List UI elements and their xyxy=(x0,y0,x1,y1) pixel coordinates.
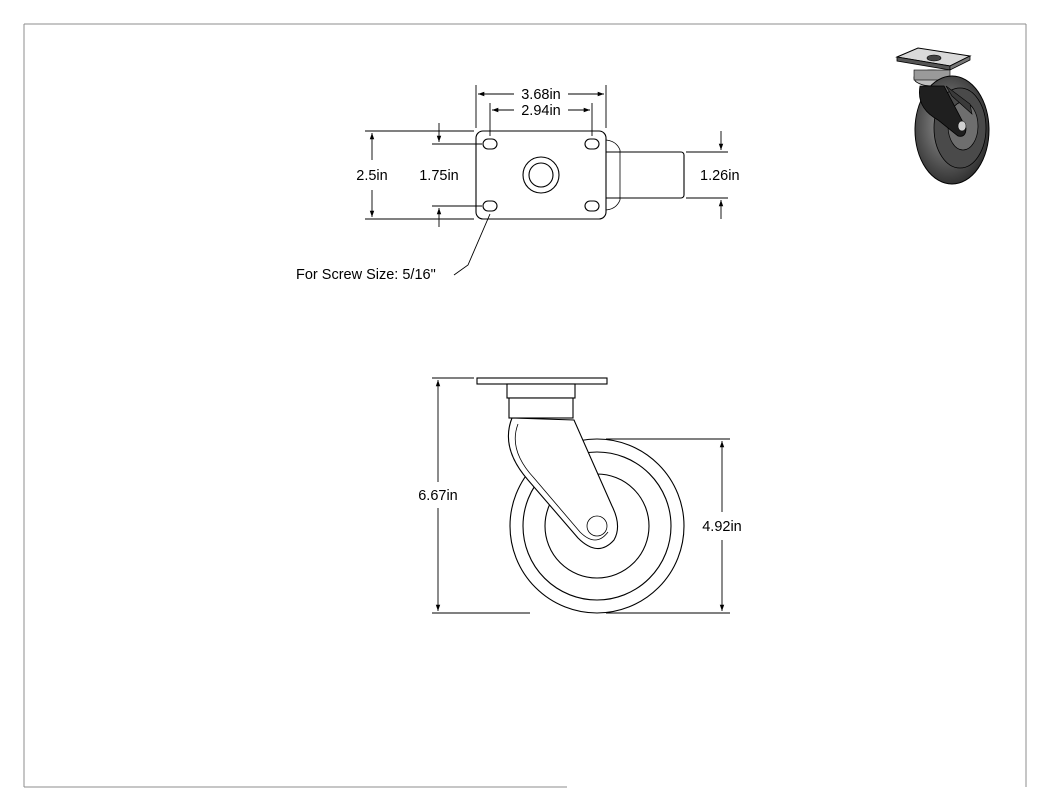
swivel-race xyxy=(506,383,576,399)
dim-wheel-diameter: 4.92in xyxy=(702,519,742,535)
dim-overall-width: 3.68in xyxy=(521,87,561,103)
dim-overall-height: 6.67in xyxy=(418,488,458,504)
kingpin-inner xyxy=(528,162,554,188)
bolt-hole xyxy=(584,138,600,150)
side-view: 6.67in 4.92in xyxy=(418,377,742,614)
bolt-hole xyxy=(584,200,600,212)
dim-hole-spacing-width: 2.94in xyxy=(521,103,561,119)
bolt-hole xyxy=(482,200,498,212)
top-view: 3.68in 2.94in 2.5in 1.75in 1.26in For Sc… xyxy=(296,85,740,283)
fork-arm xyxy=(507,417,619,550)
bolt-hole xyxy=(482,138,498,150)
dim-plate-height: 2.5in xyxy=(356,168,387,184)
sheet-border xyxy=(23,23,1027,788)
swivel-neck xyxy=(508,397,574,419)
swivel-plate xyxy=(476,377,608,385)
caster-isometric-thumbnail xyxy=(895,47,990,185)
dim-hole-spacing-height: 1.75in xyxy=(419,168,459,184)
screw-size-note: For Screw Size: 5/16" xyxy=(296,267,436,283)
dim-wheel-width: 1.26in xyxy=(700,168,740,184)
wheel-housing xyxy=(597,151,685,199)
